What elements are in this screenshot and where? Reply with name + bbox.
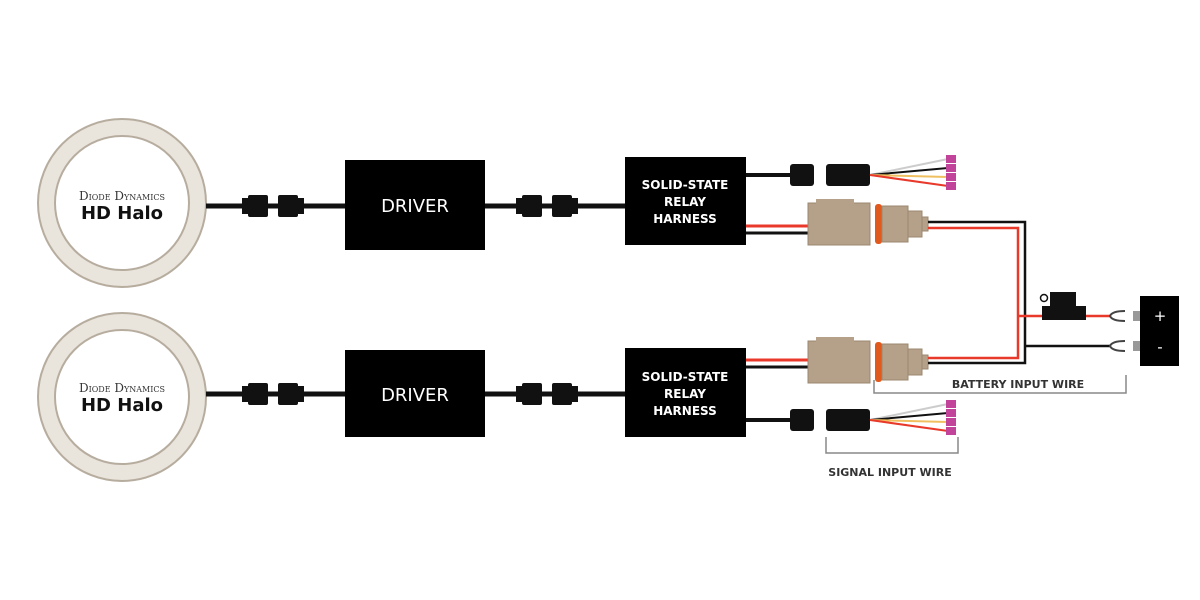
- signal-wire-terminals-bottom: [869, 399, 957, 436]
- relay-harness-top: SOLID-STATE RELAY HARNESS: [625, 157, 746, 245]
- halo-brand: Diode Dynamics: [79, 381, 165, 395]
- signal-input-label: SIGNAL INPUT WIRE: [828, 466, 951, 479]
- relay-label-2: RELAY: [664, 387, 706, 401]
- battery-positive-label: +: [1154, 307, 1167, 325]
- battery-input-bracket: [873, 375, 1127, 394]
- battery-wires: [928, 220, 1110, 365]
- battery: + -: [1133, 296, 1179, 366]
- relay-harness-bottom: SOLID-STATE RELAY HARNESS: [625, 348, 746, 437]
- ring-terminals: [1108, 310, 1126, 352]
- halo-brand: Diode Dynamics: [79, 189, 165, 203]
- relay-label-1: SOLID-STATE: [642, 370, 729, 384]
- halo-bottom: Diode Dynamics HD Halo: [37, 312, 207, 482]
- relay-label-3: HARNESS: [653, 212, 717, 226]
- relay-label-1: SOLID-STATE: [642, 178, 729, 192]
- halo-model: HD Halo: [81, 395, 163, 416]
- driver-label: DRIVER: [381, 196, 449, 217]
- relay-label-2: RELAY: [664, 195, 706, 209]
- driver-top: DRIVER: [345, 160, 485, 250]
- signal-connector-top: [790, 164, 870, 186]
- battery-negative-label: -: [1157, 338, 1162, 356]
- power-connector-top: [807, 198, 929, 246]
- driver-bottom: DRIVER: [345, 350, 485, 437]
- signal-connector-bottom: [790, 409, 870, 431]
- signal-input-bracket: [825, 437, 959, 454]
- signal-wire-terminals-top: [869, 154, 957, 191]
- battery-input-label: BATTERY INPUT WIRE: [952, 378, 1084, 391]
- halo-top: Diode Dynamics HD Halo: [37, 118, 207, 288]
- relay-label-3: HARNESS: [653, 404, 717, 418]
- driver-label: DRIVER: [381, 385, 449, 406]
- fuse-holder: [1039, 292, 1086, 320]
- halo-model: HD Halo: [81, 203, 163, 224]
- power-connector-bottom: [807, 336, 929, 384]
